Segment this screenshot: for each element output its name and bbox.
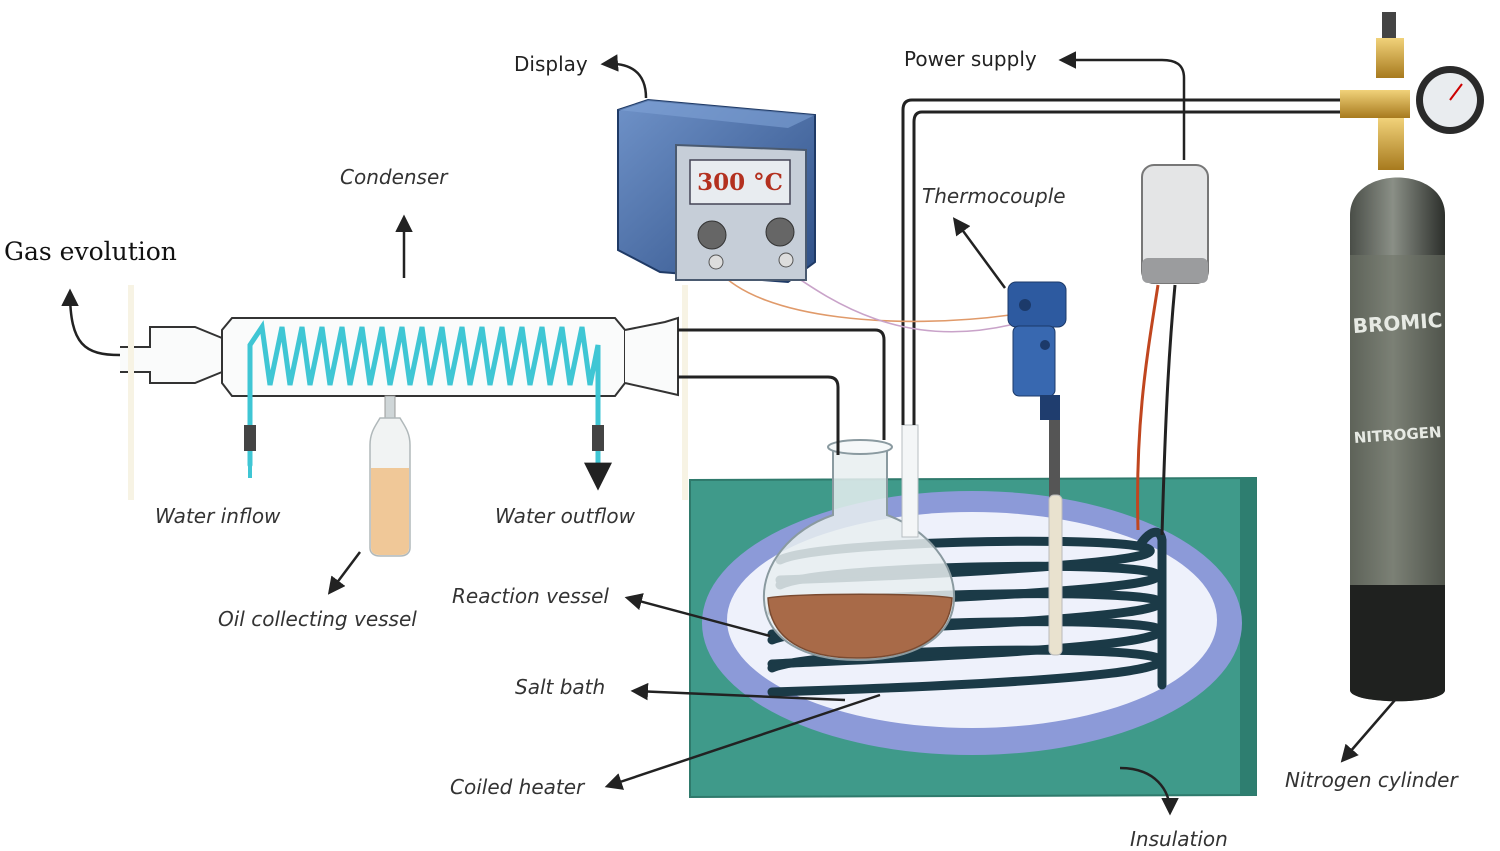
- condenser: [120, 285, 688, 500]
- oil-collecting-vessel: [369, 395, 411, 557]
- nitrogen-inlet-tube: [901, 424, 919, 538]
- label-coiled-heater: Coiled heater: [450, 775, 586, 799]
- temperature-controller: [617, 98, 816, 284]
- connecting-tubes: [678, 98, 1342, 455]
- label-power-supply: Power supply: [904, 47, 1037, 71]
- thermocouple-wires: [717, 269, 1011, 333]
- water-flow-arrows: [248, 452, 612, 491]
- label-nitrogen-cylinder: Nitrogen cylinder: [1285, 768, 1459, 792]
- label-salt-bath: Salt bath: [515, 675, 605, 699]
- label-condenser: Condenser: [340, 165, 449, 189]
- label-water-outflow: Water outflow: [495, 504, 636, 528]
- label-display: Display: [514, 52, 588, 76]
- power-supply-box: [1141, 164, 1209, 284]
- label-gas-evolution: Gas evolution: [4, 237, 177, 266]
- label-thermocouple: Thermocouple: [922, 184, 1066, 208]
- label-oil-collecting-vessel: Oil collecting vessel: [218, 607, 417, 631]
- annotation-arrows: [61, 51, 1396, 816]
- nitrogen-cylinder: [1340, 12, 1484, 702]
- heater-wires: [1136, 284, 1177, 536]
- display-reading: 300 °C: [697, 169, 783, 196]
- label-insulation: Insulation: [1130, 827, 1228, 851]
- label-water-inflow: Water inflow: [155, 504, 281, 528]
- thermocouple-head: [1007, 281, 1067, 420]
- thermocouple-probe: [1048, 418, 1063, 656]
- reaction-vessel: [762, 439, 956, 662]
- label-reaction-vessel: Reaction vessel: [452, 584, 609, 608]
